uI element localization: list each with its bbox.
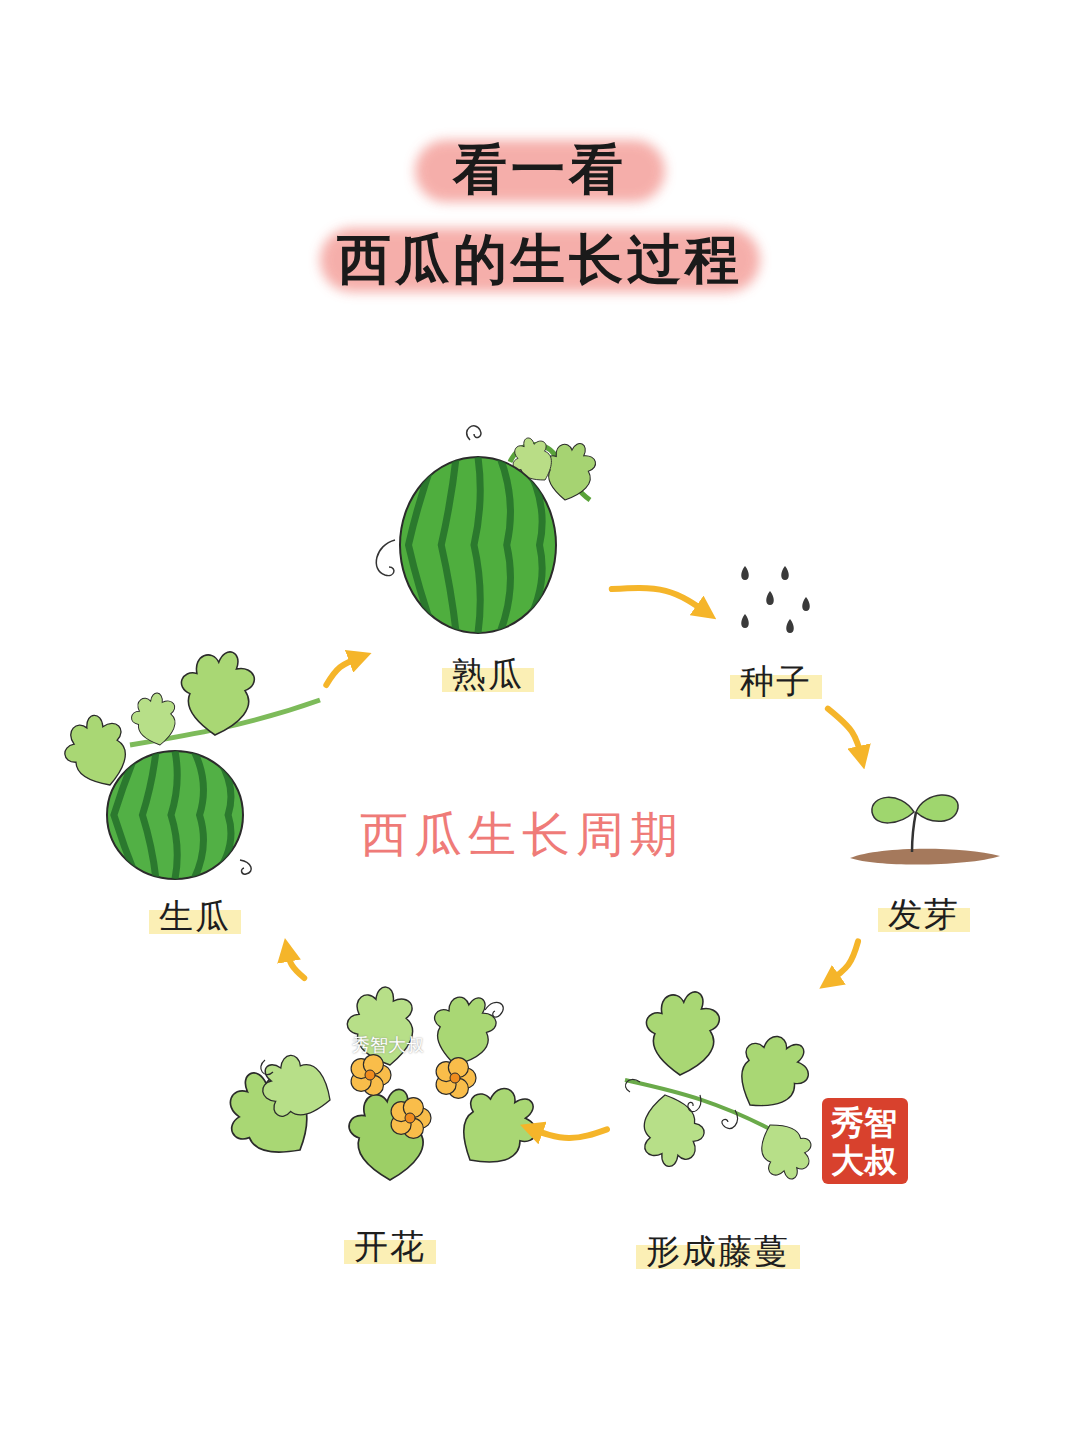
stage-node: 生瓜 bbox=[70, 640, 320, 937]
flower-center bbox=[405, 1113, 415, 1123]
watermark: 秀智大叔 bbox=[352, 1034, 424, 1056]
stage-label: 熟瓜 bbox=[442, 654, 534, 695]
stage-node: 发芽 bbox=[848, 770, 1000, 935]
cycle-arrow bbox=[529, 1128, 607, 1138]
flower bbox=[351, 1055, 391, 1096]
stage-node: 种子 bbox=[720, 560, 832, 702]
stage-node: 形成藤蔓 bbox=[615, 990, 820, 1272]
stage-label: 种子 bbox=[730, 661, 822, 702]
vine bbox=[625, 988, 822, 1187]
melon-stripe bbox=[408, 457, 434, 633]
stage-label: 开花 bbox=[344, 1226, 436, 1267]
flower-center bbox=[450, 1073, 460, 1083]
melon-stripe bbox=[474, 457, 480, 633]
melon-stripe bbox=[232, 751, 259, 879]
melon-stripe bbox=[500, 457, 511, 633]
cycle-arrow bbox=[612, 588, 709, 614]
melon-stripe bbox=[544, 457, 575, 633]
melon-stripe bbox=[441, 457, 456, 633]
melon-stripe bbox=[171, 751, 177, 879]
stage-node: 熟瓜 bbox=[372, 420, 604, 695]
cycle-center-label: 西瓜生长周期 bbox=[360, 806, 684, 864]
seeds bbox=[741, 566, 810, 633]
ripe-melon bbox=[376, 426, 599, 633]
seal-text: 秀智大叔 bbox=[826, 1104, 902, 1180]
cycle-arrow bbox=[326, 656, 362, 685]
melon-stripe bbox=[194, 751, 203, 879]
flower bbox=[391, 1098, 431, 1139]
cycle-arrow bbox=[827, 941, 858, 983]
sprout bbox=[850, 795, 1000, 865]
stage-label: 发芽 bbox=[878, 894, 970, 935]
melon-stripe bbox=[522, 457, 542, 633]
flowering-plant bbox=[210, 983, 550, 1182]
melon-stripe bbox=[213, 751, 231, 879]
cycle-arrow bbox=[287, 947, 305, 978]
stage-label: 生瓜 bbox=[149, 896, 241, 937]
title: 看一看 西瓜的生长过程 bbox=[320, 125, 760, 305]
melon-stripe bbox=[142, 751, 156, 879]
flower bbox=[436, 1058, 476, 1099]
flower-center bbox=[365, 1070, 375, 1080]
seal-stamp bbox=[822, 1098, 908, 1184]
melon-stripe bbox=[114, 751, 137, 879]
stage-node: 开花 bbox=[262, 985, 517, 1267]
young-melon bbox=[55, 648, 320, 879]
cycle-arrow bbox=[828, 709, 862, 760]
stage-label: 形成藤蔓 bbox=[636, 1231, 800, 1272]
